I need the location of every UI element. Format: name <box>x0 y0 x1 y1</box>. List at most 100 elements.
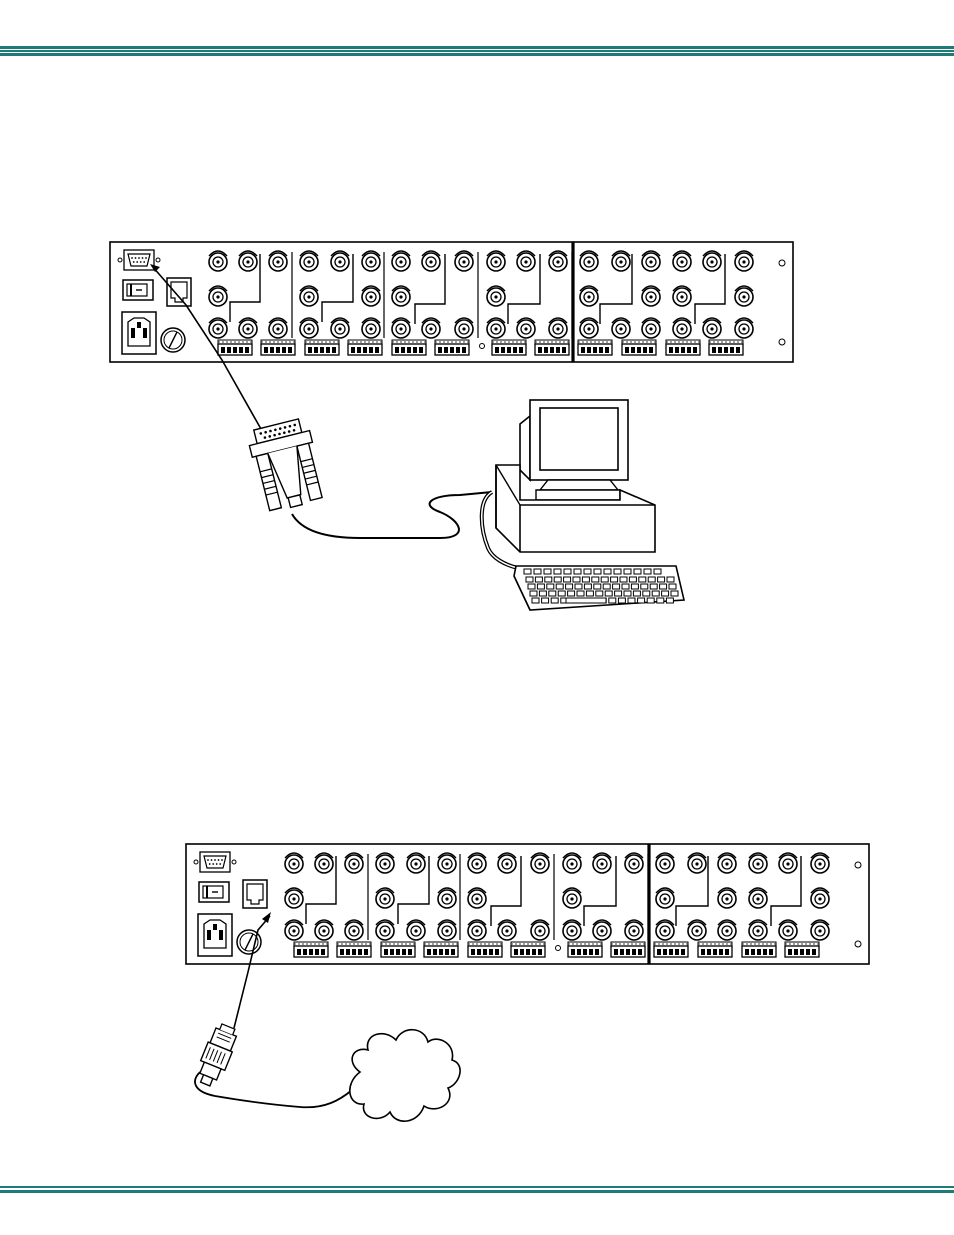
terminal-block <box>511 942 545 957</box>
terminal-block <box>698 942 732 957</box>
keyboard-key <box>652 591 659 596</box>
keyboard-key <box>639 577 646 582</box>
bnc-connector <box>269 251 287 271</box>
keyboard-key <box>528 584 535 589</box>
keyboard-key <box>631 584 638 589</box>
keyboard-key <box>586 591 593 596</box>
terminal-block <box>392 340 426 355</box>
bnc-connector <box>673 286 691 306</box>
keyboard-key <box>545 577 552 582</box>
keyboard-key <box>629 577 636 582</box>
bnc-connector <box>688 853 706 873</box>
terminal-block <box>578 340 612 355</box>
bnc-connector <box>749 853 767 873</box>
keyboard-key <box>624 569 631 574</box>
terminal-block <box>611 942 645 957</box>
terminal-block <box>468 942 502 957</box>
keyboard-key <box>564 569 571 574</box>
keyboard-key <box>667 577 674 582</box>
bnc-connector <box>642 318 660 338</box>
rj45-port <box>243 880 267 908</box>
bnc-connector <box>811 853 829 873</box>
bnc-connector <box>376 853 394 873</box>
bnc-connector <box>549 251 567 271</box>
ethernet-cable-lower <box>195 1072 352 1107</box>
keyboard-key <box>573 577 580 582</box>
keyboard-key <box>605 591 612 596</box>
bnc-connector <box>718 853 736 873</box>
keyboard-key <box>594 569 601 574</box>
keyboard-key <box>577 591 584 596</box>
bnc-connector <box>563 888 581 908</box>
keyboard-key <box>638 598 645 603</box>
bnc-connector <box>422 318 440 338</box>
bnc-connector <box>285 888 303 908</box>
bnc-connector <box>531 920 549 940</box>
keyboard-key <box>554 569 561 574</box>
keyboard-key <box>657 598 664 603</box>
bnc-connector <box>625 920 643 940</box>
bnc-connector <box>285 920 303 940</box>
keyboard-key <box>654 569 661 574</box>
bnc-connector <box>642 251 660 271</box>
bnc-connector <box>209 318 227 338</box>
bnc-connector <box>563 920 581 940</box>
keyboard-key <box>574 569 581 574</box>
keyboard-key <box>622 584 629 589</box>
keyboard-key <box>539 591 546 596</box>
bnc-connector <box>580 286 598 306</box>
terminal-block <box>305 340 339 355</box>
keyboard-key <box>530 591 537 596</box>
bnc-connector <box>455 251 473 271</box>
keyboard-key <box>547 584 554 589</box>
bnc-connector <box>392 251 410 271</box>
bnc-connector <box>376 888 394 908</box>
bnc-connector <box>331 251 349 271</box>
bnc-connector <box>239 318 257 338</box>
keyboard-key <box>644 569 651 574</box>
power-inlet <box>198 914 232 956</box>
bnc-connector <box>779 920 797 940</box>
bnc-connector <box>612 251 630 271</box>
keyboard-key <box>537 584 544 589</box>
keyboard-key <box>613 584 620 589</box>
keyboard-key <box>634 569 641 574</box>
bnc-connector <box>531 853 549 873</box>
bnc-connector <box>735 318 753 338</box>
bnc-connector <box>517 318 535 338</box>
bnc-connector <box>735 286 753 306</box>
keyboard-key <box>549 591 556 596</box>
keyboard-key <box>650 584 657 589</box>
bnc-connector <box>239 251 257 271</box>
rj45-plug <box>193 1022 240 1089</box>
terminal-block <box>261 340 295 355</box>
bnc-connector <box>362 251 380 271</box>
keyboard-key <box>609 598 616 603</box>
bnc-connector <box>642 286 660 306</box>
network-cloud-icon <box>350 1030 460 1121</box>
bnc-connector <box>468 888 486 908</box>
keyboard-key <box>584 584 591 589</box>
bnc-connector <box>498 853 516 873</box>
bnc-connector <box>580 318 598 338</box>
keyboard-key <box>584 569 591 574</box>
terminal-block <box>435 340 469 355</box>
keyboard-key <box>628 598 635 603</box>
keyboard-key <box>620 577 627 582</box>
bnc-connector <box>749 920 767 940</box>
bnc-connector <box>656 853 674 873</box>
bnc-connector <box>300 286 318 306</box>
bnc-connector <box>593 920 611 940</box>
bnc-connector <box>438 888 456 908</box>
bnc-connector <box>625 853 643 873</box>
bnc-connector <box>438 853 456 873</box>
keyboard-key <box>582 577 589 582</box>
keyboard-key <box>556 584 563 589</box>
keyboard-key <box>566 584 573 589</box>
keyboard-key <box>666 598 673 603</box>
keyboard-key <box>535 577 542 582</box>
terminal-block <box>535 340 569 355</box>
keyboard-key <box>592 577 599 582</box>
serial-cable-lower <box>292 492 492 538</box>
bnc-connector <box>703 318 721 338</box>
